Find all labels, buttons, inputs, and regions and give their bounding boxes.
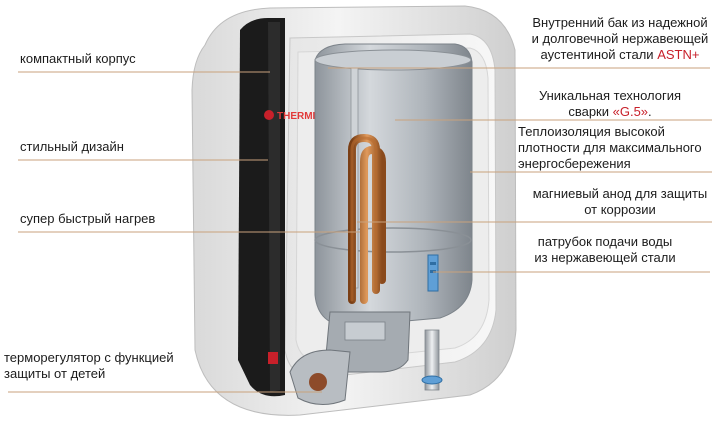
callout-inner-tank-line1: Внутренний бак из надежной [532, 15, 708, 30]
callout-welding: Уникальная технология сварки «G.5». [520, 88, 700, 120]
callout-stylish-design: стильный дизайн [20, 139, 124, 154]
callout-compact-body: компактный корпус [20, 51, 136, 66]
callout-inner-tank: Внутренний бак из надежной и долговечной… [520, 15, 720, 63]
callout-welding-line1: Уникальная технология [538, 88, 682, 103]
astn-accent: ASTN+ [657, 47, 700, 62]
callout-insulation: Теплоизоляция высокой плотности для макс… [518, 124, 702, 172]
logo-mark [264, 110, 274, 120]
callout-inner-tank-line2: и долговечной нержавеющей [531, 31, 709, 46]
callout-inlet: патрубок подачи воды из нержавеющей стал… [510, 234, 700, 266]
red-indicator [268, 352, 278, 364]
callout-insulation-line3: энергосбережения [518, 156, 631, 171]
g5-accent: «G.5» [612, 104, 649, 119]
callout-anode-line2: от коррозии [584, 202, 656, 217]
callout-welding-line2: сварки «G.5». [568, 104, 652, 119]
brand-logo: THERMEX [277, 111, 326, 122]
callout-inlet-line2: из нержавеющей стали [534, 250, 676, 265]
leader-lines [8, 67, 712, 393]
callout-thermostat: терморегулятор с функцией защиты от дете… [4, 350, 174, 382]
callout-insulation-line1: Теплоизоляция высокой [518, 124, 665, 139]
callout-insulation-line2: плотности для максимального [518, 140, 702, 155]
callout-fast-heating: супер быстрый нагрев [20, 211, 156, 226]
outlet-pipe [424, 329, 440, 391]
callout-anode-line1: магниевый анод для защиты [532, 186, 708, 201]
inner-tank [314, 43, 473, 327]
tank-weld-seam [314, 227, 472, 253]
callout-thermostat-line1: терморегулятор с функцией [4, 350, 174, 365]
callout-thermostat-line2: защиты от детей [4, 366, 106, 381]
callout-inlet-line1: патрубок подачи воды [537, 234, 673, 249]
callout-anode: магниевый анод для защиты от коррозии [520, 186, 720, 218]
callout-inner-tank-line3: аустентиной стали ASTN+ [540, 47, 700, 62]
